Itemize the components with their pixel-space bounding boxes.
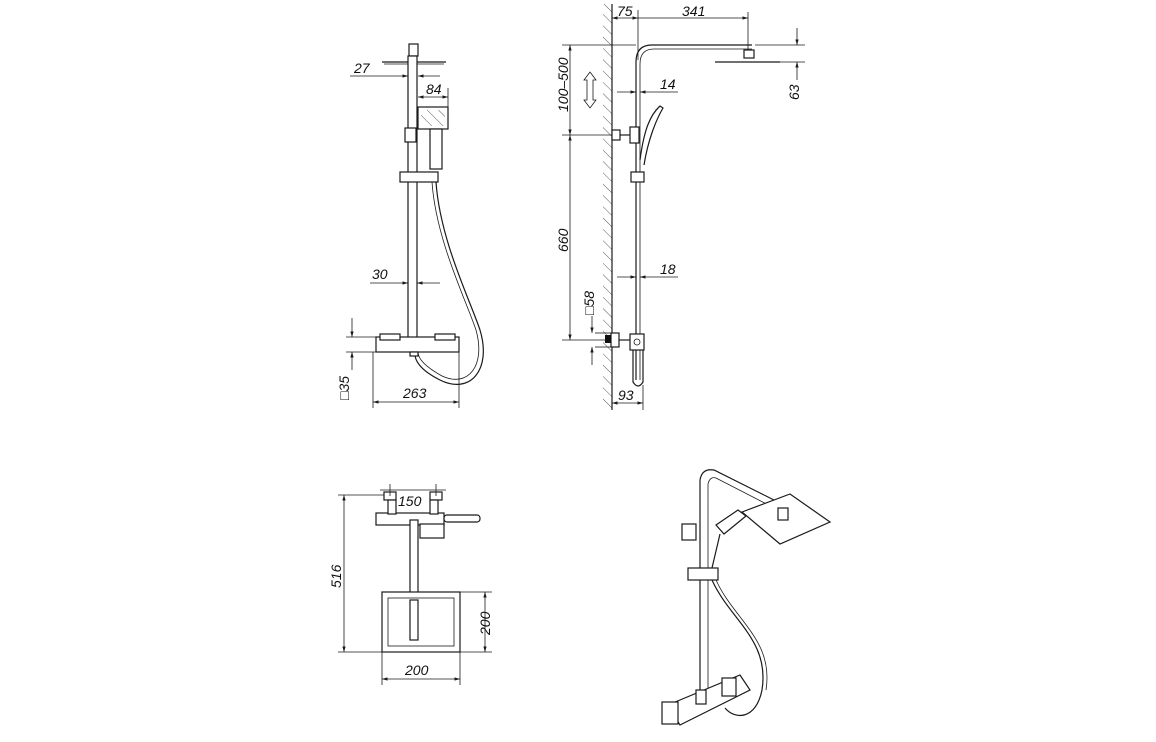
plan-view: 150 516 200 200 bbox=[328, 484, 493, 685]
wall bbox=[603, 4, 612, 410]
dim-84: 84 bbox=[426, 81, 442, 97]
dim-200-bottom: 200 bbox=[404, 662, 429, 678]
iso-slider bbox=[687, 567, 719, 581]
dim-516: 516 bbox=[328, 564, 344, 588]
iso-valve bbox=[667, 674, 751, 726]
dim-263: 263 bbox=[402, 385, 427, 401]
hand-shower-handle bbox=[429, 128, 443, 170]
isometric-view bbox=[661, 469, 832, 726]
dim-75: 75 bbox=[617, 3, 633, 19]
side-view: 75 341 63 14 18 100–500 660 □58 93 bbox=[555, 3, 805, 410]
head-connector bbox=[408, 43, 419, 57]
dim-27: 27 bbox=[353, 60, 371, 76]
rail-bracket bbox=[404, 127, 417, 143]
dim-200-side: 200 bbox=[477, 611, 493, 636]
slider bbox=[399, 171, 439, 183]
dim-14: 14 bbox=[660, 76, 676, 92]
dim-660: 660 bbox=[555, 228, 571, 252]
shower-arm bbox=[635, 44, 752, 380]
plan-handle bbox=[443, 514, 481, 523]
dim-35: □35 bbox=[336, 376, 352, 400]
hose bbox=[414, 181, 484, 385]
plan-hand-shower bbox=[419, 523, 445, 539]
iso-wall-bracket bbox=[681, 523, 697, 541]
dim-58: □58 bbox=[581, 291, 597, 315]
dim-100-500: 100–500 bbox=[555, 57, 571, 112]
dim-93: 93 bbox=[618, 387, 634, 403]
dim-18: 18 bbox=[660, 261, 676, 277]
iso-hand-shower-head bbox=[715, 509, 747, 535]
riser-rail bbox=[407, 55, 418, 341]
adjust-arrow-icon bbox=[583, 71, 597, 109]
front-view: 27 84 30 □35 263 bbox=[336, 43, 484, 408]
dim-30: 30 bbox=[372, 266, 388, 282]
side-valve bbox=[629, 333, 645, 351]
dim-150: 150 bbox=[398, 493, 422, 509]
side-hand-shower bbox=[639, 105, 664, 166]
iso-riser bbox=[699, 469, 791, 690]
dim-63: 63 bbox=[786, 84, 802, 100]
plan-shower-head bbox=[381, 591, 461, 653]
dim-341: 341 bbox=[682, 3, 705, 19]
